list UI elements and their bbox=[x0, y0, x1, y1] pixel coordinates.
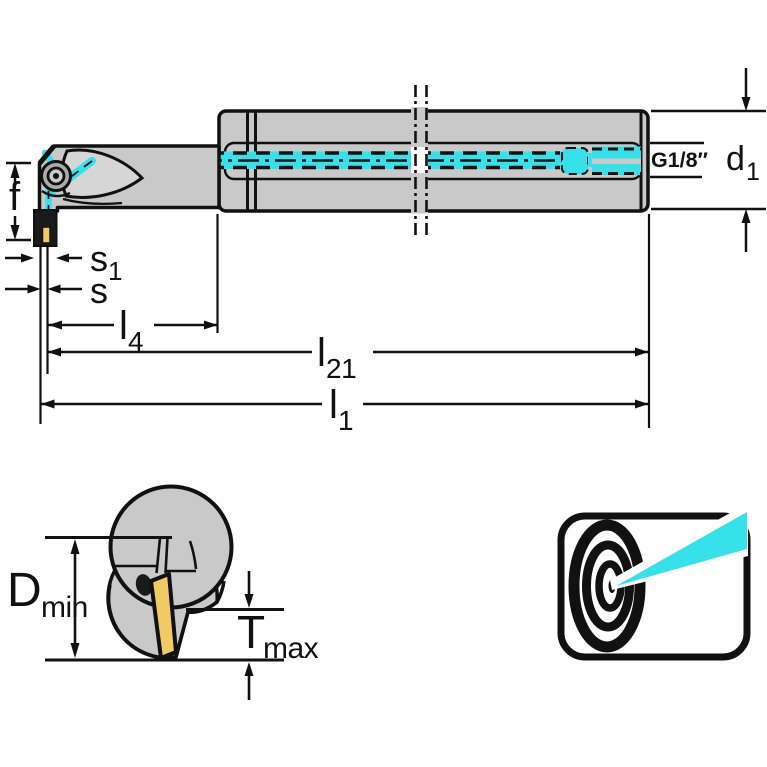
side-view: f s 1 s l 4 l 21 l 1 G1/8″ d 1 bbox=[5, 68, 766, 436]
tool-head bbox=[33, 144, 221, 247]
clamp-front bbox=[135, 574, 153, 596]
dim-label-tmax: T bbox=[237, 606, 265, 658]
clamp-screw bbox=[40, 160, 72, 198]
dim-label-d1-sub: 1 bbox=[746, 158, 759, 186]
cutting-insert-front bbox=[149, 572, 178, 660]
front-view: D min T max bbox=[7, 484, 319, 700]
side-view-labels: f s 1 s l 4 l 21 l 1 G1/8″ d 1 bbox=[9, 140, 760, 436]
blade-slot-line bbox=[155, 537, 162, 574]
dim-label-dmin-sub: min bbox=[41, 591, 88, 624]
dim-label-s1-sub: 1 bbox=[108, 256, 122, 286]
tmax-dimension bbox=[186, 571, 284, 700]
blade-slot-line bbox=[164, 537, 169, 574]
coolant-jet-icon bbox=[616, 512, 747, 586]
dim-label-l1: l bbox=[329, 383, 337, 427]
pocket-edge-line bbox=[188, 540, 198, 570]
dim-label-l4: l bbox=[119, 304, 127, 348]
dim-label-l21-sub: 21 bbox=[326, 353, 356, 384]
dim-label-tmax-sub: max bbox=[263, 632, 319, 665]
dim-label-dmin: D bbox=[7, 564, 41, 617]
break-symbol bbox=[411, 85, 428, 236]
dim-label-l21: l bbox=[317, 331, 325, 375]
nose-bevel bbox=[37, 144, 56, 166]
dim-label-l1-sub: 1 bbox=[338, 405, 353, 436]
dim-label-l4-sub: 4 bbox=[128, 326, 143, 357]
dimension-lines bbox=[5, 68, 766, 428]
cutting-insert-side bbox=[41, 226, 51, 244]
dmin-dimension bbox=[45, 539, 284, 662]
precision-coolant-target-icon bbox=[557, 503, 751, 661]
dim-label-s: s bbox=[90, 270, 108, 311]
dim-label-d1: d bbox=[726, 140, 744, 178]
dim-label-f: f bbox=[9, 175, 21, 219]
clamp-shadow-line bbox=[62, 197, 123, 205]
dim-label-s1: s bbox=[90, 238, 108, 279]
thread-label: G1/8″ bbox=[651, 148, 708, 172]
coolant-jet-halo bbox=[610, 503, 748, 590]
